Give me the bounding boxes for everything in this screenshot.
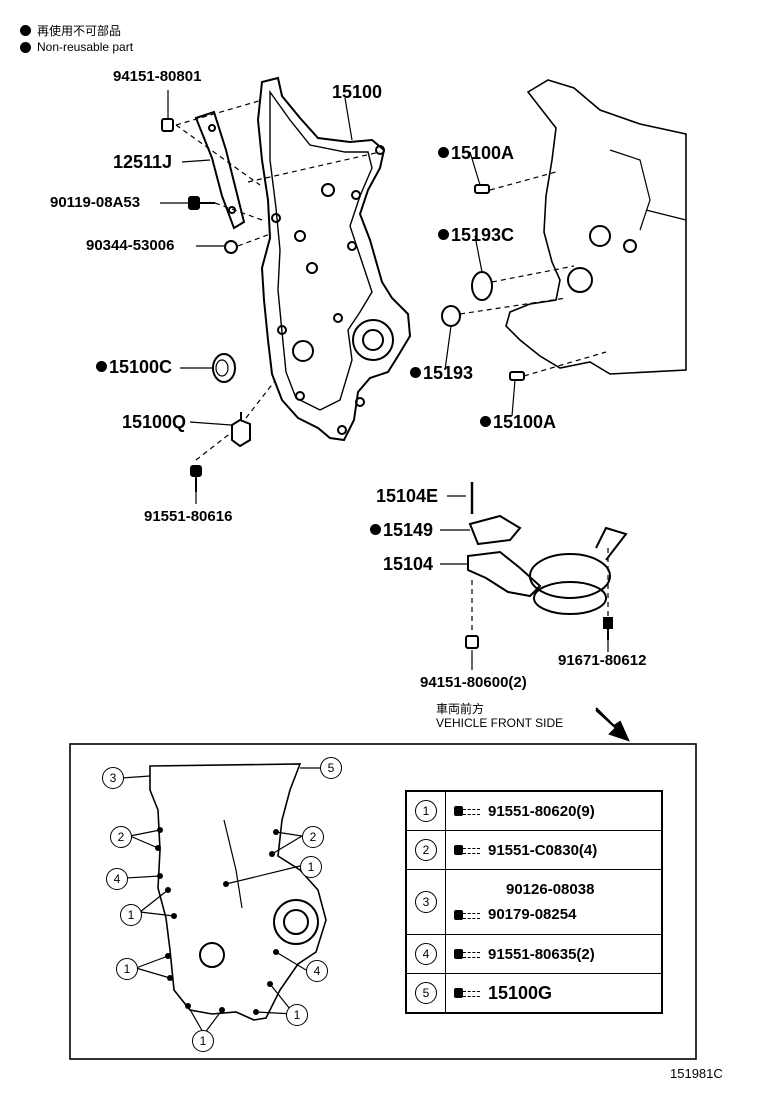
non-reusable-bullet-icon bbox=[480, 416, 491, 427]
washer bbox=[224, 240, 238, 254]
row-number: 5 bbox=[415, 982, 437, 1004]
non-reusable-bullet-icon bbox=[438, 147, 449, 158]
part-label: 91671-80612 bbox=[558, 652, 647, 669]
part-label: 90119-08A53 bbox=[50, 194, 141, 211]
bolt-icon bbox=[454, 806, 480, 816]
front-arrow-icon bbox=[595, 707, 630, 742]
part-label: 15100Q bbox=[122, 412, 187, 432]
non-reusable-bullet-icon bbox=[20, 25, 31, 36]
o-ring-15193 bbox=[441, 305, 461, 327]
part-label: 15104E bbox=[376, 486, 439, 506]
bolt-icon bbox=[454, 988, 480, 998]
part-label: 94151-80801 bbox=[113, 68, 202, 85]
cover-seal-bore bbox=[292, 340, 314, 362]
callout-circle: 4 bbox=[306, 960, 328, 982]
table-row: 1 91551-80620(9) bbox=[405, 790, 663, 831]
table-row: 4 91551-80635(2) bbox=[405, 934, 663, 974]
row-part: 90179-08254 bbox=[488, 906, 577, 923]
nut bbox=[161, 118, 174, 132]
non-reusable-bullet-icon bbox=[20, 41, 31, 53]
callout-circle: 2 bbox=[110, 826, 132, 848]
callout-circle: 4 bbox=[106, 868, 128, 890]
callout-circle: 1 bbox=[120, 904, 142, 926]
callout-circle: 1 bbox=[286, 1004, 308, 1026]
row-number: 4 bbox=[415, 943, 437, 965]
row-part: 91551-80635(2) bbox=[488, 945, 595, 963]
part-label: 15104 bbox=[383, 554, 434, 574]
table-row: 5 15100G bbox=[405, 973, 663, 1014]
detail-cover-outline bbox=[149, 763, 327, 1021]
callout-circle: 2 bbox=[302, 826, 324, 848]
row-part: 91551-C0830(4) bbox=[488, 841, 598, 859]
part-label: 15193 bbox=[410, 363, 473, 384]
table-row: 2 91551-C0830(4) bbox=[405, 830, 663, 870]
part-label: 15100 bbox=[332, 82, 383, 102]
direction-jp: 車両前方 bbox=[436, 702, 485, 716]
row-number: 3 bbox=[415, 891, 437, 913]
row-part: 91551-80620(9) bbox=[488, 802, 595, 820]
non-reusable-bullet-icon bbox=[370, 524, 381, 535]
direction-en: VEHICLE FRONT SIDE bbox=[436, 716, 564, 730]
oil-seal bbox=[212, 353, 236, 383]
fastener-table: 1 91551-80620(9) 2 91551-C0830(4) 3 9012… bbox=[405, 790, 663, 1014]
callout-circle: 3 bbox=[102, 767, 124, 789]
engine-block-outline bbox=[505, 79, 687, 375]
cover-pump-bore bbox=[352, 319, 394, 361]
legend-jp: 再使用不可部品 bbox=[20, 22, 121, 39]
chain-guide-outline bbox=[194, 110, 246, 230]
table-row: 3 90126-08038 90179-08254 bbox=[405, 869, 663, 935]
part-label: 12511J bbox=[113, 152, 173, 172]
part-label: 94151-80600(2) bbox=[420, 674, 527, 691]
gasket-15149 bbox=[468, 514, 522, 546]
bolt-icon bbox=[454, 949, 480, 959]
part-label: 90344-53006 bbox=[86, 237, 175, 254]
row-part: 90126-08038 bbox=[506, 881, 595, 898]
part-label: 91551-80616 bbox=[144, 508, 233, 525]
part-label: 15100A bbox=[480, 412, 556, 433]
callout-circle: 5 bbox=[320, 757, 342, 779]
oil-strainer-tube bbox=[467, 550, 542, 598]
strainer-body bbox=[529, 553, 611, 599]
part-label: 15193C bbox=[438, 225, 514, 246]
part-label: 15149 bbox=[370, 520, 433, 541]
callout-circle: 1 bbox=[300, 856, 322, 878]
part-label: 15100A bbox=[438, 143, 514, 164]
timing-cover-outline bbox=[256, 76, 412, 442]
callout-circle: 1 bbox=[116, 958, 138, 980]
legend-jp-text: 再使用不可部品 bbox=[37, 24, 122, 38]
detail-frame bbox=[69, 743, 697, 1060]
part-label: 15100C bbox=[96, 357, 172, 378]
legend-en-text: Non-reusable part bbox=[37, 40, 134, 54]
o-ring-15193C bbox=[471, 271, 493, 301]
bolt-icon bbox=[454, 845, 480, 855]
figure-id: 151981C bbox=[670, 1066, 723, 1081]
row-number: 2 bbox=[415, 839, 437, 861]
row-number: 1 bbox=[415, 800, 437, 822]
bolt-icon bbox=[454, 909, 480, 920]
row-part: 15100G bbox=[488, 982, 553, 1003]
non-reusable-bullet-icon bbox=[438, 229, 449, 240]
legend-en: Non-reusable part bbox=[20, 40, 133, 54]
timing-cover-inner bbox=[269, 89, 373, 411]
non-reusable-bullet-icon bbox=[96, 361, 107, 372]
callout-circle: 1 bbox=[192, 1030, 214, 1052]
non-reusable-bullet-icon bbox=[410, 367, 421, 378]
